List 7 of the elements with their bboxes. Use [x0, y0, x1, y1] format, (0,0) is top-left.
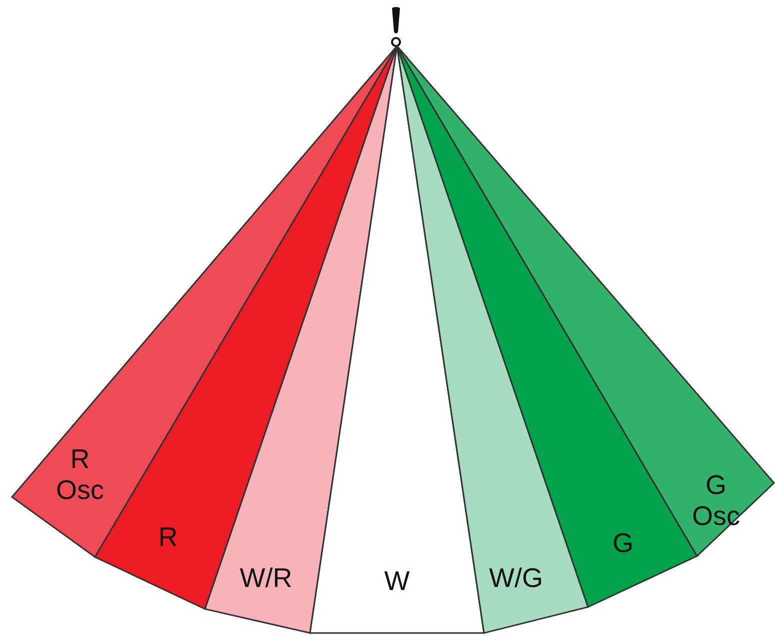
sector-label: G Osc	[690, 470, 741, 532]
sector-label: G	[611, 528, 634, 559]
sector-label: W/R	[238, 563, 294, 594]
sector-label: W/G	[488, 563, 544, 594]
sector-label: R Osc	[54, 444, 105, 506]
sector-label: R	[157, 522, 179, 553]
sector-label: W	[383, 566, 411, 597]
